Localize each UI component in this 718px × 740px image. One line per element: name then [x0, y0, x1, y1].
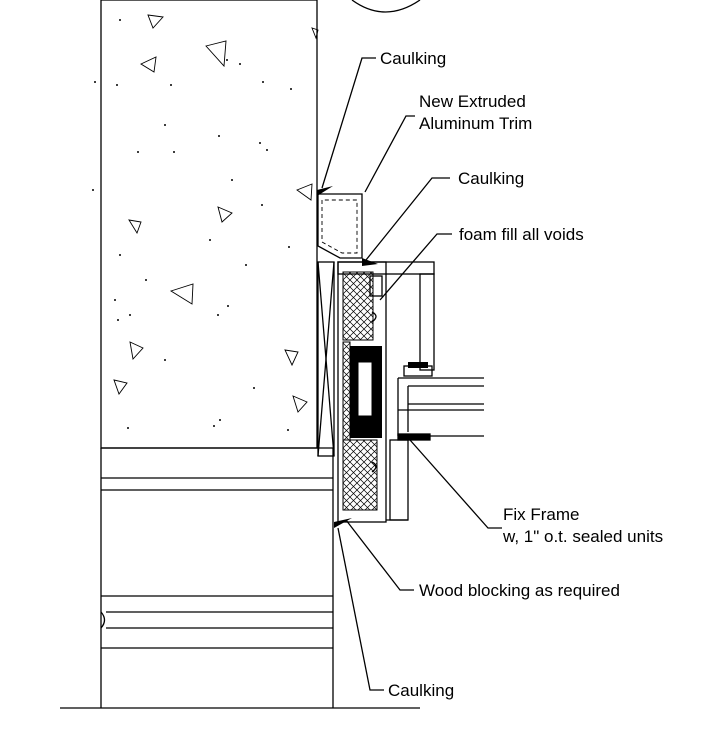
- label-caulking-bottom: Caulking: [388, 681, 454, 700]
- label-caulking-top: Caulking: [380, 49, 446, 68]
- detail-callout-arc: [351, 0, 421, 13]
- label-trim-line1: New Extruded: [419, 92, 526, 111]
- fix-frame: [337, 261, 435, 523]
- concrete-dots: [92, 19, 292, 431]
- concrete-aggregate: [113, 14, 319, 413]
- leader-lines: [321, 57, 502, 691]
- concrete-wall: [100, 0, 318, 449]
- label-wood-blocking: Wood blocking as required: [419, 581, 620, 600]
- label-frame-line1: Fix Frame: [503, 505, 580, 524]
- label-foam: foam fill all voids: [459, 225, 584, 244]
- sealed-glass-unit: [397, 377, 484, 441]
- aluminum-trim: [317, 193, 363, 259]
- label-caulking-mid: Caulking: [458, 169, 524, 188]
- label-trim-line2: Aluminum Trim: [419, 114, 532, 133]
- wood-blocking: [317, 261, 335, 457]
- label-frame-line2: w, 1" o.t. sealed units: [502, 527, 663, 546]
- lower-wall: [60, 447, 420, 709]
